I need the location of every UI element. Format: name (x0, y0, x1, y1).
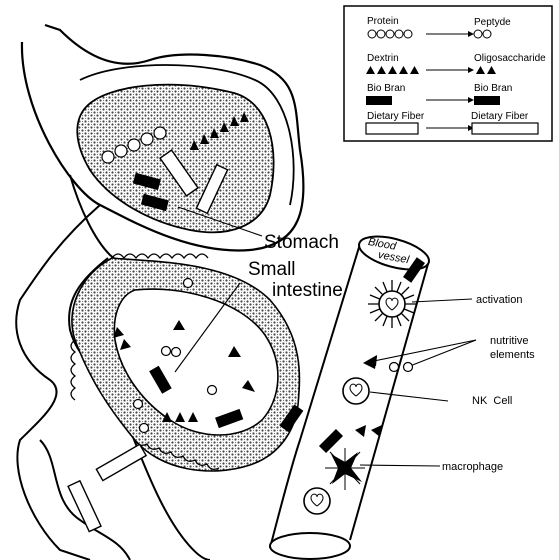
legend-bio-bran-icon (474, 96, 500, 105)
oligosaccharide-icon (355, 425, 382, 437)
peptide-icon (162, 347, 171, 356)
stomach (77, 65, 293, 232)
nk-cell-icon (343, 378, 369, 404)
macrophage-icon (325, 448, 365, 490)
peptide-icon (404, 363, 413, 372)
small-intestine-label: intestine (272, 280, 343, 301)
nk-cell-label: NK Cell (472, 395, 512, 407)
peptide-icon (172, 348, 181, 357)
peptide-icon (390, 363, 399, 372)
legend-bio-bran-label: Bio Bran (367, 83, 405, 94)
peptide-icon (208, 386, 217, 395)
legend-dietary-fiber-label: Dietary Fiber (471, 111, 529, 122)
legend-protein-label: Protein (367, 16, 399, 27)
macrophage-label: macrophage (442, 461, 503, 473)
legend-oligosaccharide-label: Oligosaccharide (474, 53, 546, 64)
nutritive-elements-label: nutritive (490, 335, 529, 347)
small-intestine-label: Small (248, 259, 296, 280)
peptide-icon (134, 400, 143, 409)
legend-dietary-fiber-icon (472, 123, 538, 134)
legend: Protein Peptyde Dextrin Oligosaccharide … (344, 6, 552, 141)
activation-label: activation (476, 294, 522, 306)
legend-bio-bran-label: Bio Bran (474, 83, 512, 94)
stomach-label: Stomach (264, 232, 339, 253)
bio-bran-icon (319, 429, 343, 453)
nk-cell-icon (304, 488, 330, 514)
legend-dextrin-label: Dextrin (367, 53, 399, 64)
legend-protein-icon (368, 30, 412, 38)
legend-dietary-fiber-icon (366, 123, 418, 134)
legend-peptyde-label: Peptyde (474, 17, 511, 28)
nutritive-elements-label: elements (490, 349, 535, 361)
dietary-fiber-icon (96, 444, 146, 480)
legend-dietary-fiber-label: Dietary Fiber (367, 111, 425, 122)
blood-vessel-bottom (270, 533, 350, 559)
peptide-icon (184, 279, 193, 288)
peptide-icon (140, 424, 149, 433)
activated-cell-icon (368, 280, 416, 328)
legend-bio-bran-icon (366, 96, 392, 105)
